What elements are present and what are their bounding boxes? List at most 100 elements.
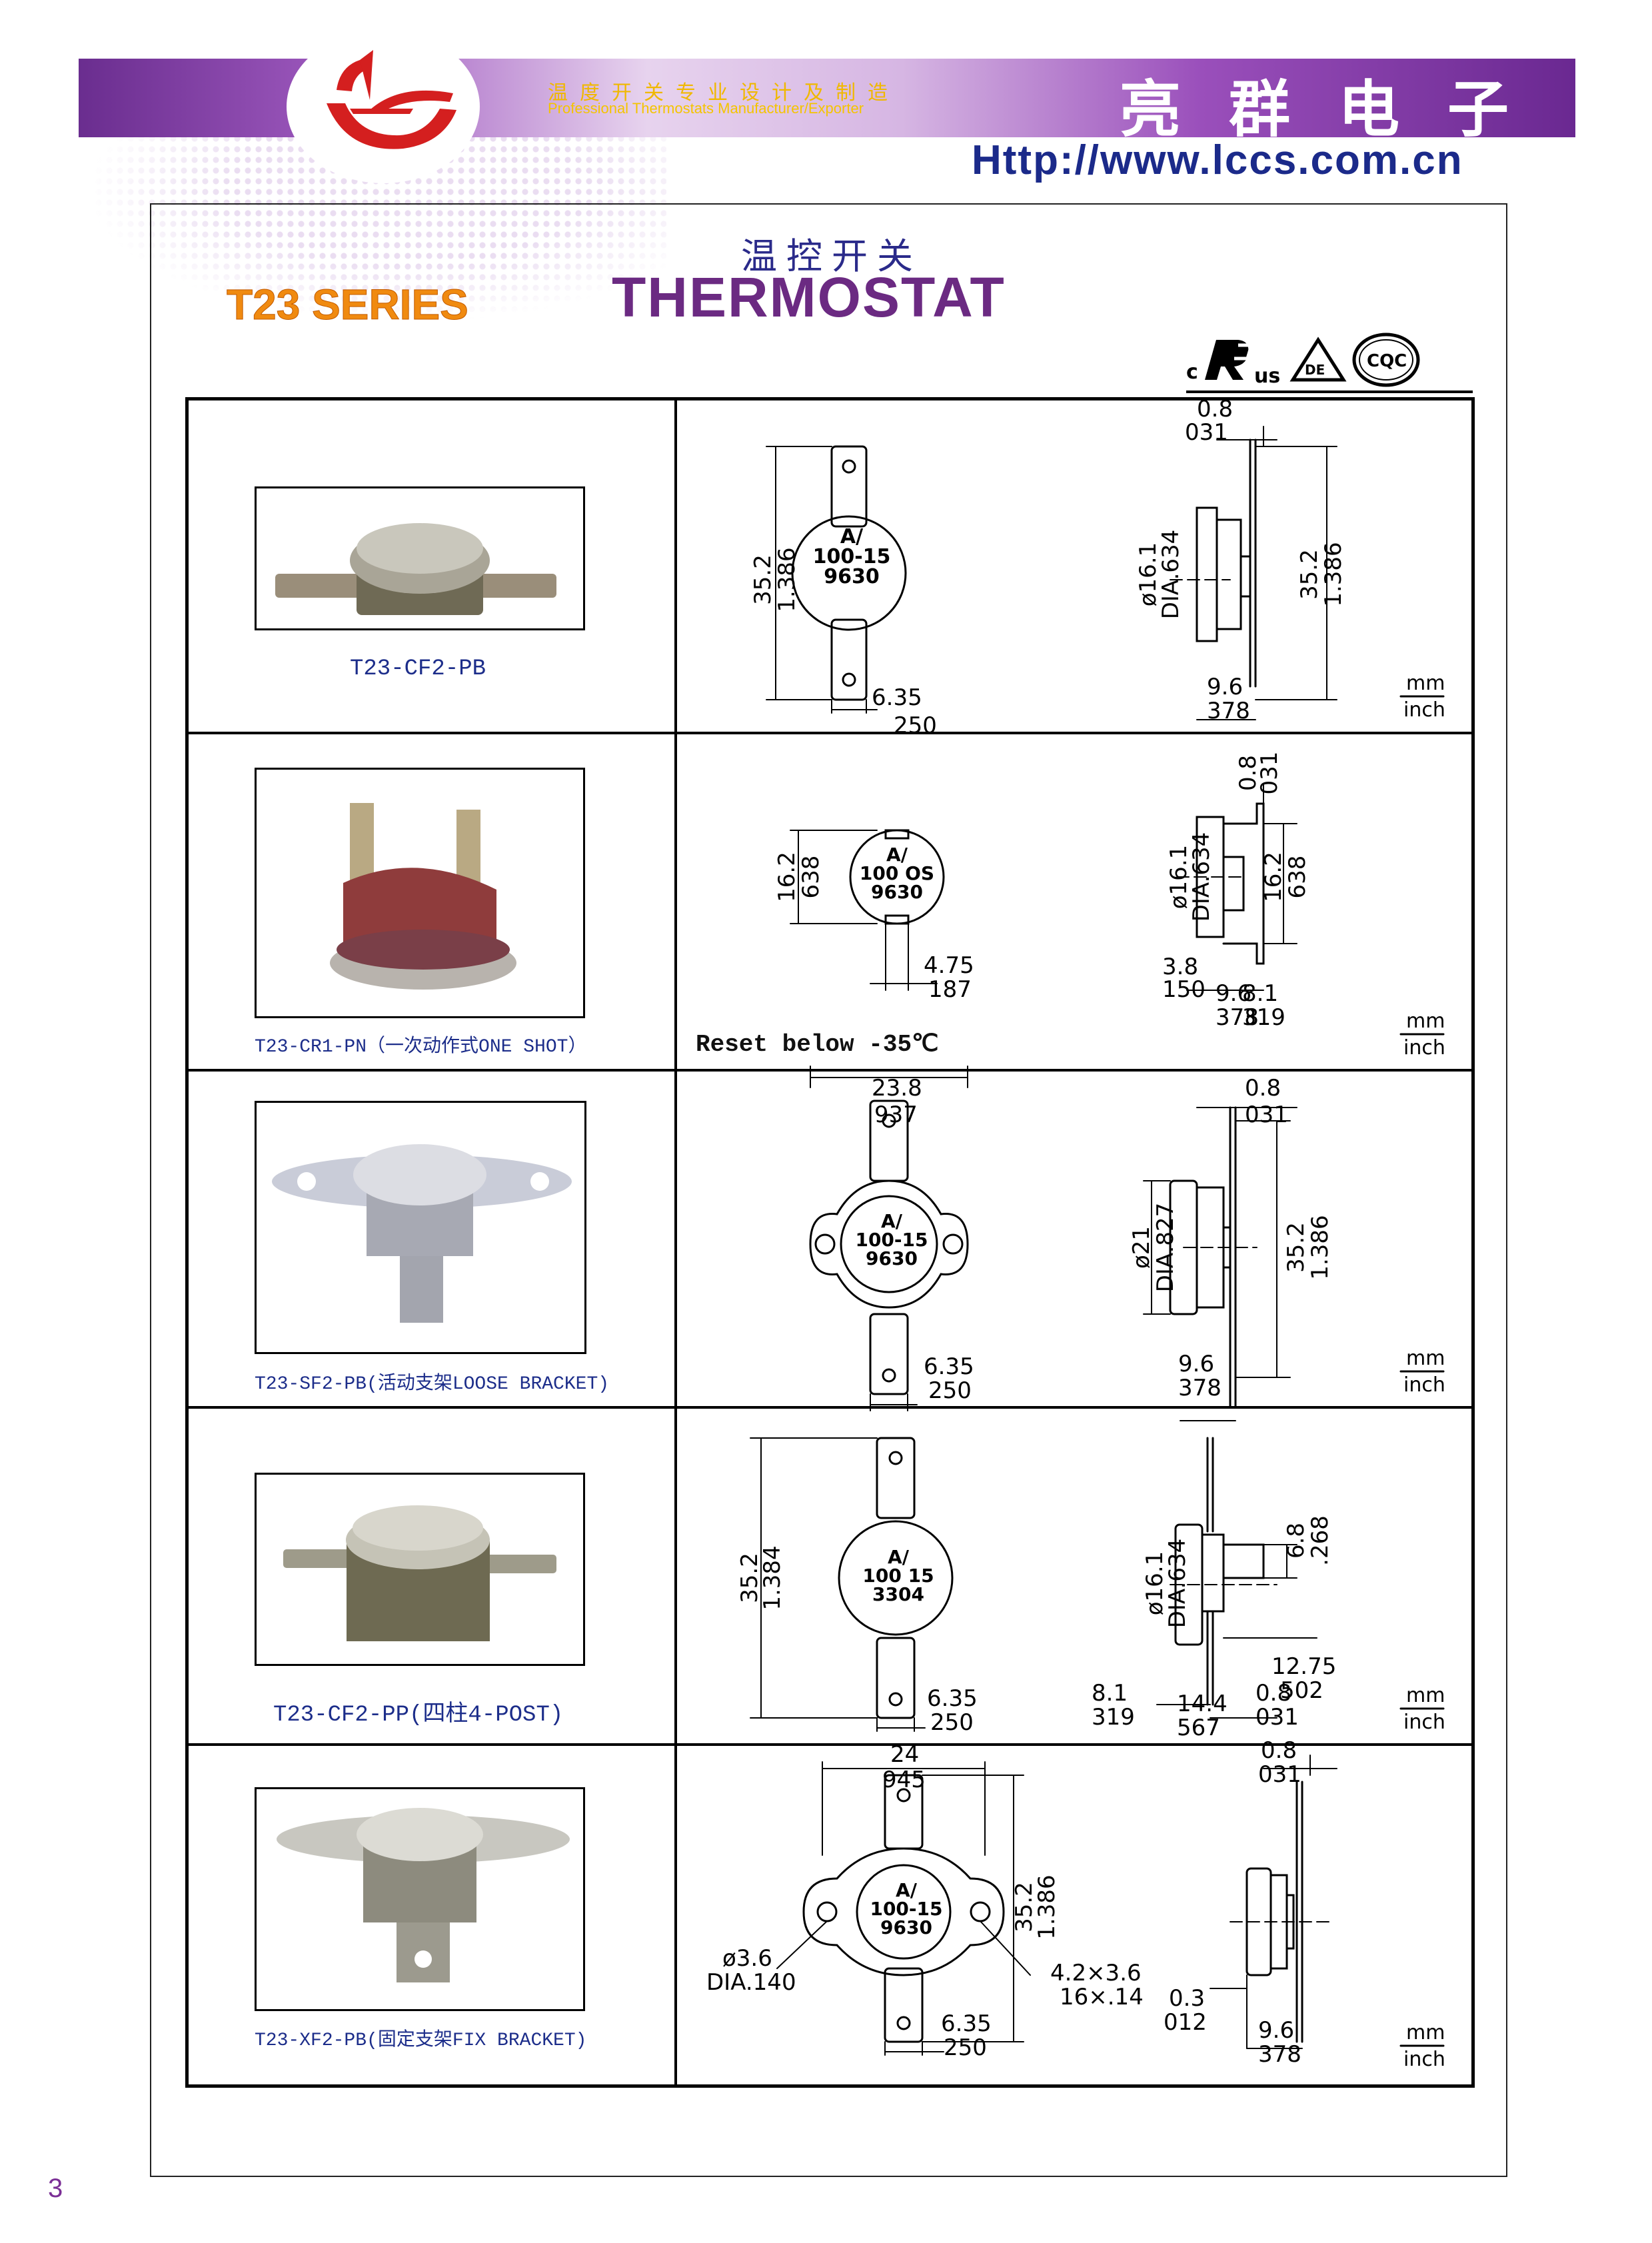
dim-label: ø16.1 — [1166, 845, 1192, 910]
dim-label: 0.8 — [1261, 1737, 1297, 1764]
dim-label: 1.386 — [1307, 1215, 1333, 1279]
dim-label: 187 — [928, 976, 972, 1003]
dim-label: 378 — [1207, 698, 1250, 724]
marking-line: 9630 — [824, 565, 880, 588]
dim-label: 9.6 — [1258, 2017, 1294, 2044]
dim-label: 031 — [1185, 419, 1228, 446]
dim-label: 6.35 — [924, 1353, 974, 1380]
vde-icon: DE — [1289, 337, 1347, 382]
dim-label: 6.35 — [941, 2010, 992, 2037]
marking-line: 9630 — [871, 881, 923, 903]
dim-label: 150 — [1162, 976, 1206, 1003]
marking-line: A/ — [888, 1546, 910, 1568]
dim-label: .268 — [1307, 1515, 1333, 1566]
cqc-icon: CQC — [1352, 333, 1420, 387]
marking-line: 100 OS — [860, 862, 934, 884]
dim-label: 9.6 — [1216, 980, 1251, 1007]
drawing-front-row-4 — [750, 1437, 954, 1732]
page-number: 3 — [48, 2174, 63, 2203]
website-url[interactable]: Http://www.lccs.com.cn — [972, 137, 1463, 183]
dim-label: 1.386 — [1034, 1874, 1060, 1939]
tagline-chinese: 温度开关专业设计及制造 — [548, 81, 900, 105]
dim-label: 0.3 — [1169, 1985, 1205, 2012]
marking-line: A/ — [840, 525, 863, 548]
dim-label: 319 — [1092, 1704, 1135, 1731]
product-table — [185, 397, 1475, 2088]
drawing-front-row-1 — [766, 445, 907, 714]
dim-label: 378 — [1178, 1375, 1222, 1401]
row-separator — [185, 1743, 1475, 1746]
row-separator — [185, 1069, 1475, 1072]
ul-c-text: c — [1186, 361, 1198, 384]
dim-label: 250 — [894, 712, 937, 739]
caption-row-4: T23-CF2-PP(四柱4-POST) — [273, 1703, 564, 1728]
unit-inch: inch — [1403, 1373, 1445, 1397]
dim-label: ø16.1 — [1135, 542, 1162, 607]
marking-line: 3304 — [872, 1583, 924, 1605]
unit-inch: inch — [1403, 2048, 1445, 2071]
dim-label: 031 — [1255, 1704, 1299, 1731]
caption-row-2: T23-CR1-PN（一次动作式ONE SHOT） — [255, 1037, 587, 1058]
dim-label: 35.2 — [736, 1553, 763, 1603]
dim-label: 1.384 — [759, 1545, 786, 1610]
dim-label: DIA.827 — [1152, 1203, 1179, 1293]
unit-mm: mm — [1406, 1347, 1445, 1370]
drawing-side-row-3 — [1143, 1106, 1297, 1421]
dim-label: ø3.6 — [722, 1945, 772, 1972]
dim-label: 16×.14 — [1060, 1984, 1144, 2010]
caption-row-1: T23-CF2-PB — [350, 656, 486, 682]
dim-label: 8.1 — [1242, 980, 1278, 1007]
unit-mm: mm — [1406, 672, 1445, 695]
dim-label: 378 — [1216, 1004, 1259, 1031]
dim-label: 16.2 — [1260, 852, 1287, 902]
dim-label: ø21 — [1128, 1226, 1155, 1269]
marking-line: 9630 — [880, 1916, 932, 1938]
dim-label: 1.386 — [1320, 542, 1347, 606]
dim-label: 6.8 — [1283, 1523, 1309, 1559]
dim-label: 6.35 — [872, 684, 922, 711]
unit-mm: mm — [1406, 1684, 1445, 1707]
dim-label: 9.6 — [1178, 1351, 1214, 1377]
dim-label: 378 — [1258, 2041, 1301, 2068]
dim-label: 567 — [1177, 1715, 1220, 1741]
dim-label: 031 — [1245, 1102, 1288, 1128]
unit-mm: mm — [1406, 2021, 1445, 2044]
technical-drawings: A/ 100-15 9630 35.2 1.386 6.35 250 0.8 0… — [706, 400, 1445, 2071]
series-title: T23 SERIES — [227, 281, 469, 329]
unit-inch: inch — [1403, 1711, 1445, 1734]
dim-label: 319 — [1242, 1004, 1285, 1031]
product-photo-xf2-pb — [255, 1787, 585, 2011]
ul-us-text: us — [1254, 365, 1280, 388]
drawing-front-row-2 — [790, 829, 945, 991]
row-separator — [185, 732, 1475, 734]
marking-line: A/ — [886, 844, 908, 866]
caption-row-5: T23-XF2-PB(固定支架FIX BRACKET) — [255, 2030, 587, 2051]
unit-inch: inch — [1403, 1036, 1445, 1060]
product-photo-cf2-pb — [255, 486, 585, 630]
unit-inch: inch — [1403, 698, 1445, 722]
reset-note: Reset below -35℃ — [696, 1031, 939, 1058]
dim-label: 031 — [1256, 752, 1283, 795]
marking-line: A/ — [896, 1879, 918, 1901]
dim-label: 14.4 — [1177, 1691, 1228, 1717]
dim-label: 250 — [944, 2034, 987, 2061]
dim-label: 35.2 — [1283, 1222, 1309, 1273]
svg-text:DE: DE — [1305, 362, 1325, 378]
dim-label: 250 — [928, 1377, 972, 1404]
dim-label: 24 — [890, 1741, 919, 1768]
dim-label: 16.2 — [774, 852, 800, 902]
dim-label: 638 — [1284, 856, 1311, 899]
dim-label: DIA.634 — [1158, 530, 1184, 620]
dim-label: 8.1 — [1092, 1680, 1128, 1707]
dim-label: 4.75 — [924, 952, 974, 979]
dim-label: 35.2 — [1296, 549, 1323, 600]
caption-row-3: T23-SF2-PB(活动支架LOOSE BRACKET) — [255, 1374, 610, 1395]
dim-label: 35.2 — [1011, 1882, 1038, 1932]
page-frame — [150, 203, 1507, 2177]
svg-text:CQC: CQC — [1367, 351, 1407, 371]
dim-label: 3.8 — [1162, 954, 1198, 980]
dim-label: 0.8 — [1235, 755, 1261, 791]
dim-label: DIA.634 — [1164, 1539, 1191, 1629]
dim-label: 9.6 — [1207, 674, 1243, 700]
dim-label: DIA.140 — [706, 1969, 796, 1996]
